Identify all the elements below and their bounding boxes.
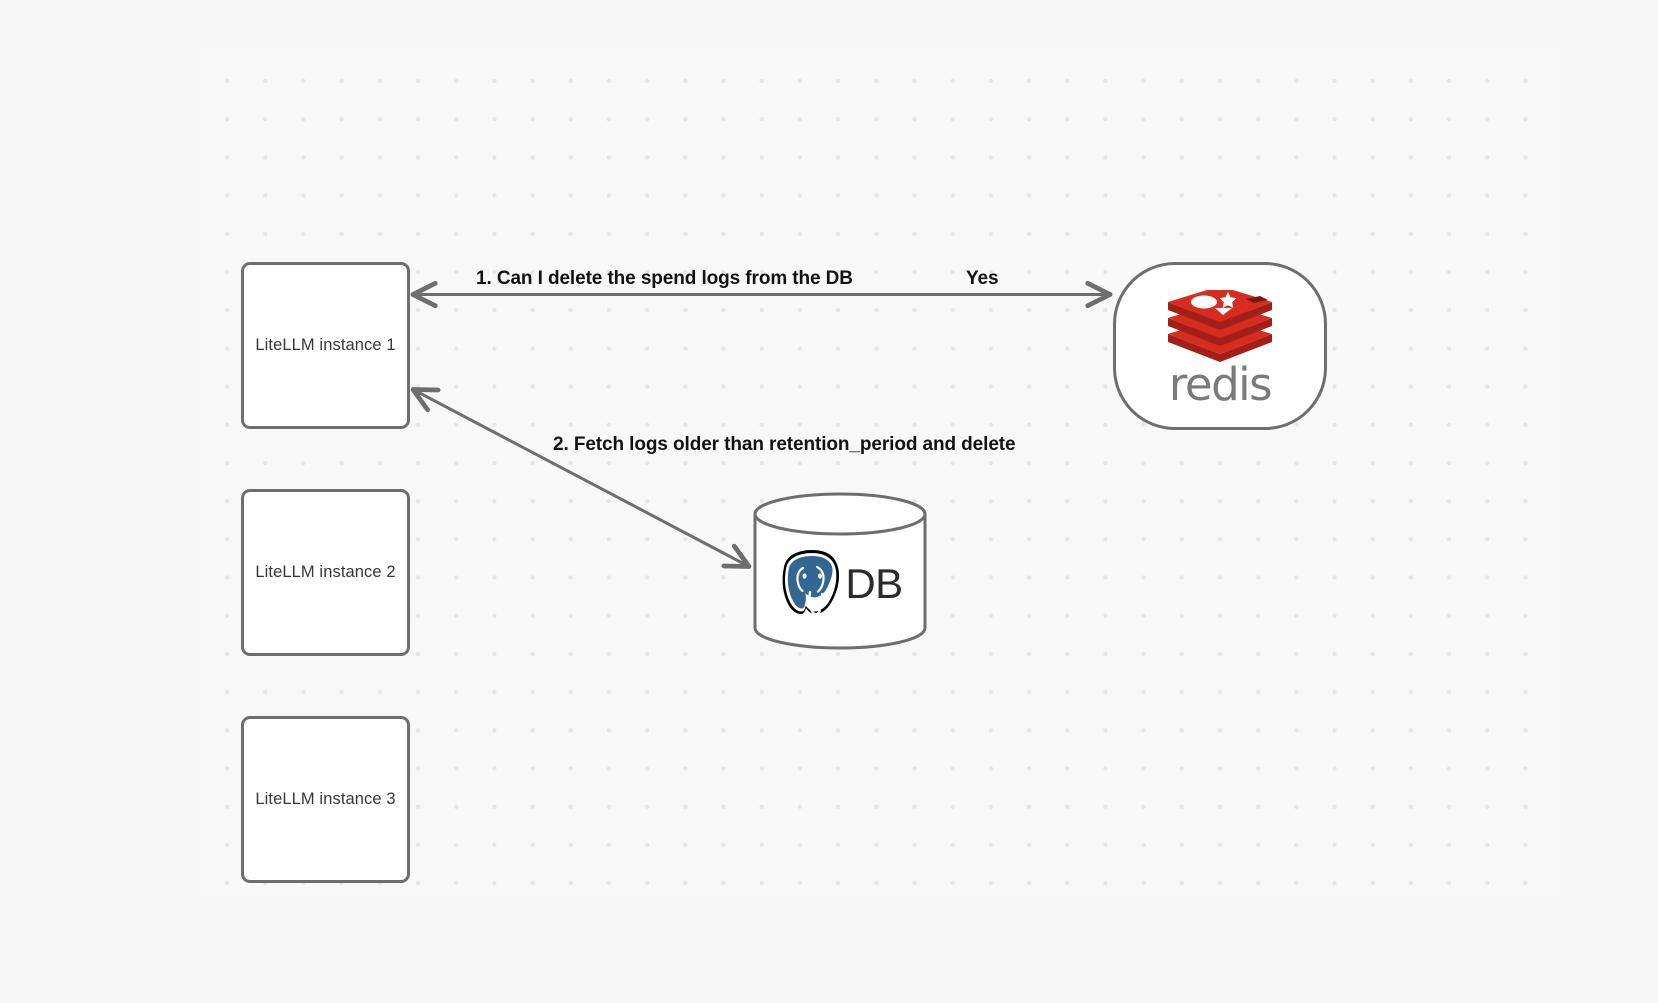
edge-1-reply-label: Yes	[966, 268, 999, 289]
node-litellm-instance-3-label: LiteLLM instance 3	[255, 790, 396, 808]
database-label: DB	[845, 560, 903, 607]
node-litellm-instance-1[interactable]: LiteLLM instance 1	[241, 262, 410, 429]
node-litellm-instance-2-label: LiteLLM instance 2	[255, 563, 396, 581]
node-redis[interactable]: redis	[1113, 262, 1327, 430]
node-litellm-instance-3[interactable]: LiteLLM instance 3	[241, 716, 410, 883]
node-litellm-instance-2[interactable]: LiteLLM instance 2	[241, 489, 410, 656]
node-litellm-instance-1-label: LiteLLM instance 1	[255, 336, 396, 354]
edge-1-label: 1. Can I delete the spend logs from the …	[476, 268, 853, 289]
dot-grid-background	[200, 50, 1560, 895]
node-database[interactable]: DB	[752, 492, 928, 650]
database-logo-row: DB	[752, 544, 928, 624]
edge-2-label: 2. Fetch logs older than retention_perio…	[553, 434, 1016, 455]
redis-logo: redis	[1164, 289, 1276, 411]
redis-wordmark: redis	[1168, 357, 1273, 411]
postgresql-elephant-icon	[782, 550, 840, 616]
redis-cube-icon	[1168, 289, 1272, 362]
database-cylinder-shape	[753, 492, 927, 650]
